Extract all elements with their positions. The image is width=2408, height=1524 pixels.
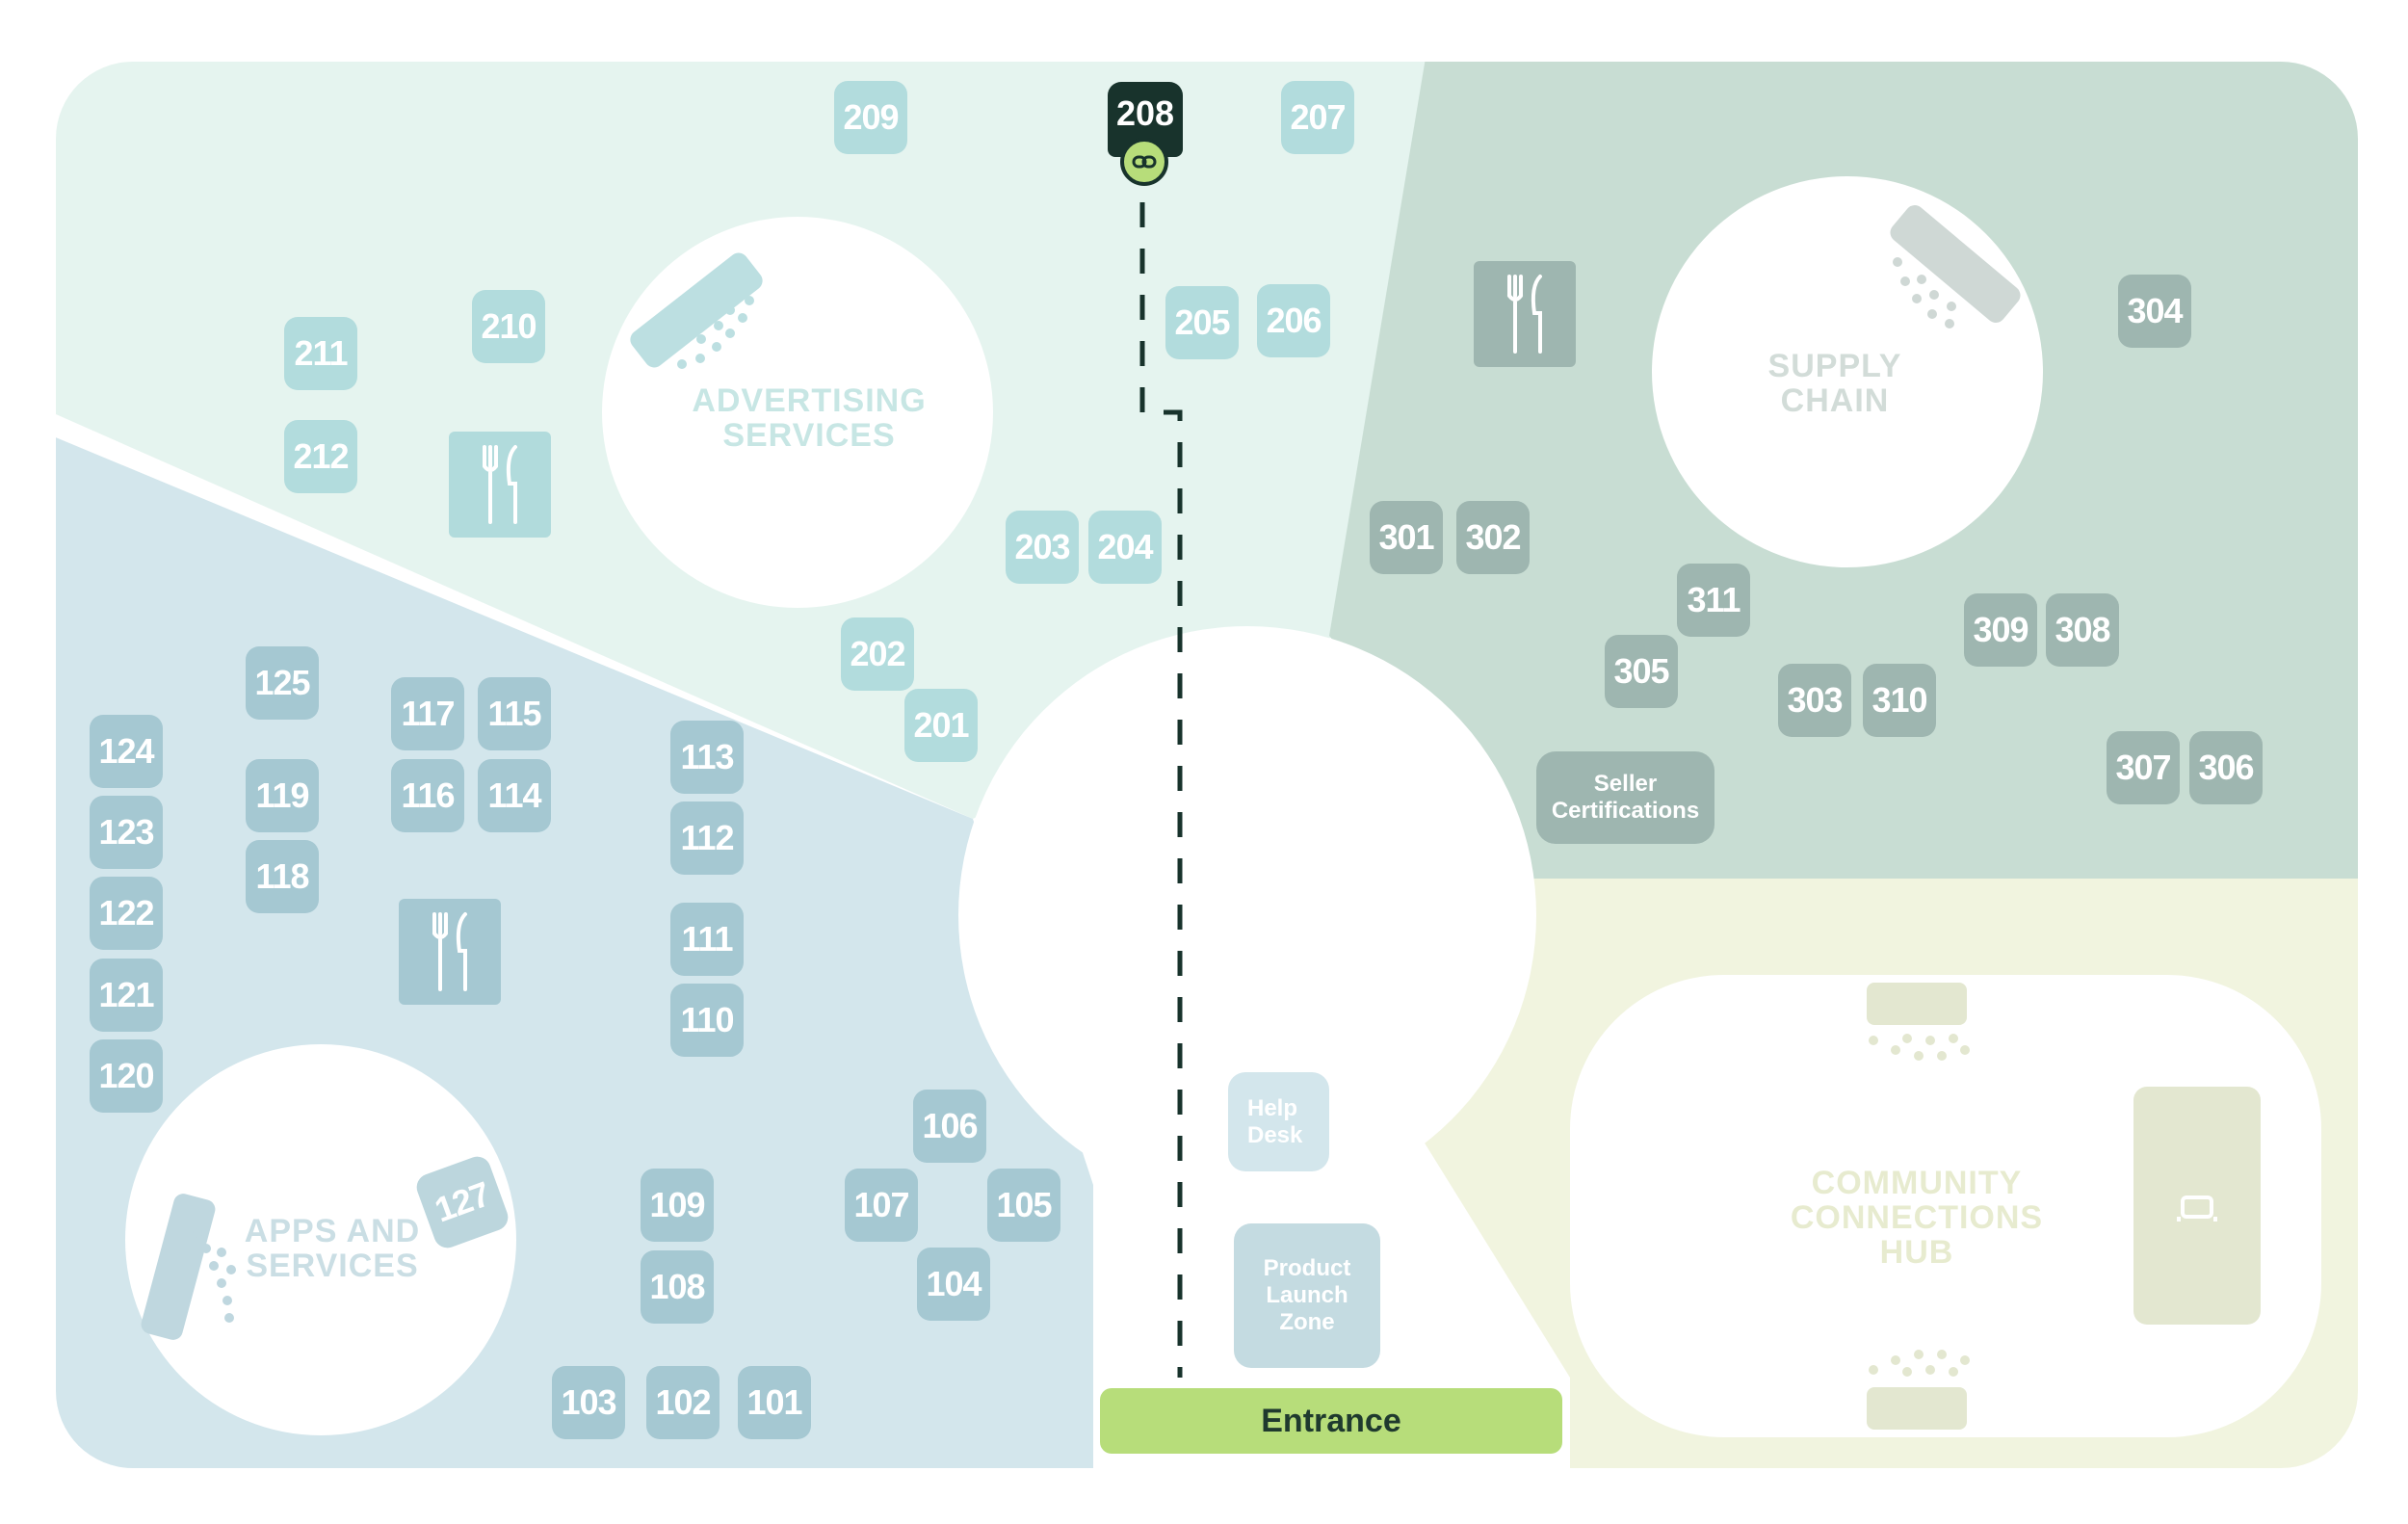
booth-111[interactable]: 111 [670,903,744,976]
route-path [1139,202,1183,1378]
booth-109[interactable]: 109 [641,1169,714,1242]
booth-118[interactable]: 118 [246,840,319,913]
booth-103[interactable]: 103 [552,1366,625,1439]
fork-knife-icon [449,432,551,538]
booth-203[interactable]: 203 [1006,511,1079,584]
product-launch-zone[interactable]: Product Launch Zone [1234,1223,1380,1368]
booth-202[interactable]: 202 [841,617,914,691]
booth-209[interactable]: 209 [834,81,907,154]
booth-308[interactable]: 308 [2046,593,2119,667]
booth-124[interactable]: 124 [90,715,163,788]
booth-204[interactable]: 204 [1088,511,1162,584]
stage-icon [630,252,763,369]
booth-119[interactable]: 119 [246,759,319,832]
booth-310[interactable]: 310 [1863,664,1936,737]
zone-label-community: COMMUNITY CONNECTIONS HUB [1790,1165,2044,1271]
booth-201[interactable]: 201 [904,689,978,762]
fork-knife-icon [399,899,501,1005]
zone-label-apps: APPS AND SERVICES [244,1213,421,1284]
booth-205[interactable]: 205 [1165,286,1239,359]
booth-120[interactable]: 120 [90,1039,163,1113]
booth-107[interactable]: 107 [845,1169,918,1242]
stage-icon [1867,983,1970,1061]
booth-305[interactable]: 305 [1605,635,1678,708]
fork-knife-icon [1474,261,1576,367]
stage-icon [141,1194,236,1340]
booth-207[interactable]: 207 [1281,81,1354,154]
booth-116[interactable]: 116 [391,759,464,832]
help-desk[interactable]: Help Desk [1228,1072,1329,1171]
booth-206[interactable]: 206 [1257,284,1330,357]
booth-115[interactable]: 115 [478,677,551,750]
booth-306[interactable]: 306 [2189,731,2263,804]
lounge-area [2133,1087,2261,1325]
booth-106[interactable]: 106 [913,1090,986,1163]
booth-122[interactable]: 122 [90,877,163,950]
zone-label-supply-chain: SUPPLY CHAIN [1767,348,1902,419]
booth-112[interactable]: 112 [670,801,744,875]
booth-105[interactable]: 105 [987,1169,1060,1242]
stage-icon [1867,1350,1970,1430]
booth-101[interactable]: 101 [738,1366,811,1439]
booth-311[interactable]: 311 [1677,564,1750,637]
booth-113[interactable]: 113 [670,721,744,794]
booth-104[interactable]: 104 [917,1248,990,1321]
stage-icon [1890,205,2021,328]
booth-117[interactable]: 117 [391,677,464,750]
booth-212[interactable]: 212 [284,420,357,493]
booth-110[interactable]: 110 [670,984,744,1057]
booth-123[interactable]: 123 [90,796,163,869]
booth-302[interactable]: 302 [1456,501,1530,574]
booth-102[interactable]: 102 [646,1366,720,1439]
booth-121[interactable]: 121 [90,959,163,1032]
zone-label-advertising: ADVERTISING SERVICES [692,382,927,454]
booth-211[interactable]: 211 [284,317,357,390]
link-icon [1120,138,1168,186]
booth-114[interactable]: 114 [478,759,551,832]
booth-304[interactable]: 304 [2118,275,2191,348]
booth-307[interactable]: 307 [2107,731,2180,804]
booth-303[interactable]: 303 [1778,664,1851,737]
entrance[interactable]: Entrance [1100,1388,1562,1454]
sofa-icon [2177,1196,2217,1222]
booth-108[interactable]: 108 [641,1250,714,1324]
booth-125[interactable]: 125 [246,646,319,720]
booth-210[interactable]: 210 [472,290,545,363]
booth-301[interactable]: 301 [1370,501,1443,574]
booth-309[interactable]: 309 [1964,593,2037,667]
seller-certifications[interactable]: Seller Certifications [1536,751,1714,844]
